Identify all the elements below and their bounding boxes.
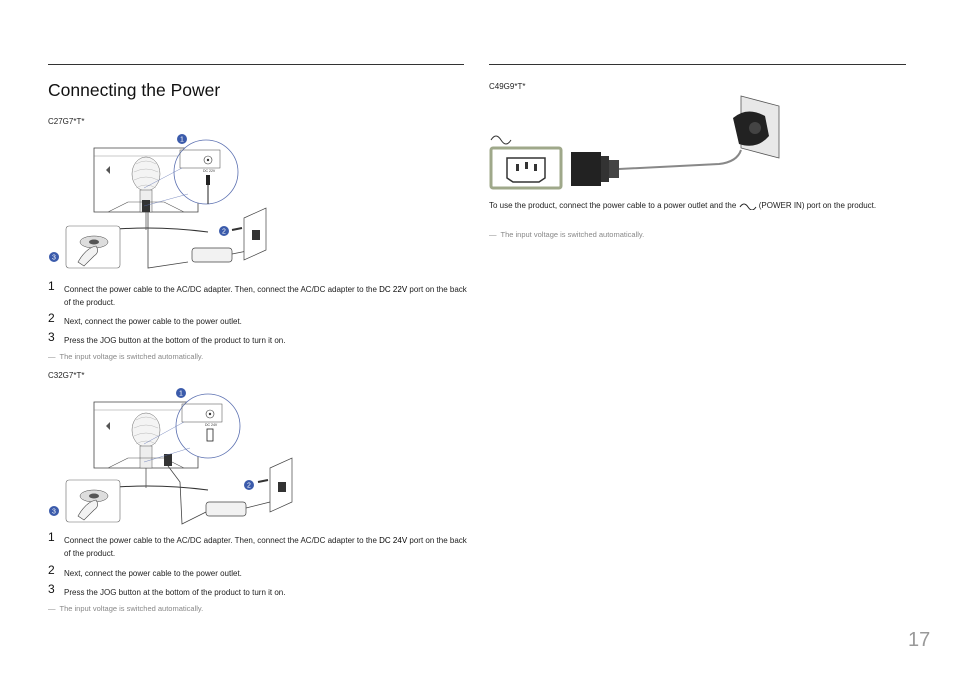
- svg-text:3: 3: [52, 509, 56, 516]
- callout-2: 2: [219, 226, 229, 236]
- c32g7-step-1: 1 Connect the power cable to the AC/DC a…: [48, 530, 467, 559]
- c49g9-note: ―The input voltage is switched automatic…: [489, 230, 645, 239]
- step-number: 1: [48, 530, 55, 544]
- callout-2: 2: [244, 480, 254, 490]
- callout-1: 1: [177, 134, 187, 144]
- wall-outlet: [733, 95, 780, 159]
- left-top-rule: [48, 64, 464, 65]
- model-label-c32g7: C32G7*T*: [48, 371, 85, 380]
- adapter-and-cable: [147, 207, 267, 269]
- step-number: 3: [48, 330, 55, 344]
- page-number: 17: [908, 629, 931, 651]
- right-top-rule: [489, 64, 906, 65]
- model-label-c49g9: C49G9*T*: [489, 82, 526, 91]
- step-number: 3: [48, 582, 55, 596]
- ac-wave-icon: [490, 135, 512, 145]
- c32g7-note: ―The input voltage is switched automatic…: [48, 604, 204, 613]
- step-number: 1: [48, 279, 55, 293]
- adapter-and-cable: [167, 457, 293, 525]
- ac-wave-icon: [739, 203, 756, 211]
- step-number: 2: [48, 311, 55, 325]
- step-number: 2: [48, 563, 55, 577]
- c49g9-power-diagram: [489, 95, 780, 190]
- callout-3: 3: [49, 506, 59, 516]
- c27g7-connection-diagram: DC 22V 1 2 3: [49, 134, 267, 269]
- page-title: Connecting the Power: [48, 80, 221, 100]
- c32g7-connection-diagram: DC 24V 1 2 3: [49, 388, 293, 525]
- c27g7-step-2: 2 Next, connect the power cable to the p…: [48, 311, 242, 327]
- dc-port-label: DC 22V: [203, 169, 216, 173]
- callout-1: 1: [176, 388, 186, 398]
- monitor-back-illustration: [87, 401, 209, 491]
- svg-text:2: 2: [222, 229, 226, 236]
- power-in-socket: [489, 146, 563, 190]
- port-zoom-circle: DC 22V: [143, 139, 239, 207]
- svg-text:1: 1: [180, 137, 184, 144]
- c27g7-step-1: 1 Connect the power cable to the AC/DC a…: [48, 279, 467, 308]
- jog-button-inset: [65, 225, 121, 269]
- jog-button-inset: [65, 479, 121, 523]
- port-name: DC 24V: [379, 536, 408, 545]
- c49g9-instructions: To use the product, connect the power ca…: [489, 201, 877, 211]
- port-name: DC 22V: [379, 285, 408, 294]
- dc-port-label: DC 24V: [205, 423, 218, 427]
- svg-text:3: 3: [52, 255, 56, 262]
- callout-3: 3: [49, 252, 59, 262]
- svg-text:1: 1: [179, 391, 183, 398]
- model-label-c27g7: C27G7*T*: [48, 117, 85, 126]
- svg-text:2: 2: [247, 483, 251, 490]
- monitor-back-illustration: [87, 147, 209, 233]
- c27g7-step-3: 3 Press the JOG button at the bottom of …: [48, 330, 286, 346]
- c32g7-step-3: 3 Press the JOG button at the bottom of …: [48, 582, 286, 598]
- c32g7-step-2: 2 Next, connect the power cable to the p…: [48, 563, 242, 579]
- c27g7-note: ―The input voltage is switched automatic…: [48, 352, 204, 361]
- port-zoom-circle: DC 24V: [143, 393, 241, 463]
- power-cable-plug: [571, 149, 742, 186]
